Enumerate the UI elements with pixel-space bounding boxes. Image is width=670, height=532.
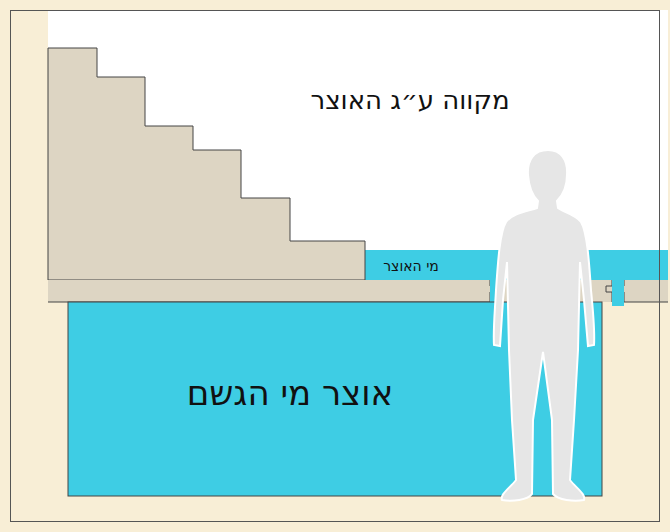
floor-outline [606, 280, 612, 302]
mikveh-region: מקווה ע״ג האוצרמי האוצר [48, 10, 668, 250]
floor-slab [624, 280, 668, 302]
cistern-region: אוצר מי הגשם [68, 302, 488, 496]
treasury-water-band: מי האוצר [365, 252, 465, 280]
floor-outline [48, 280, 496, 302]
region-label: אוצר מי הגשם [187, 373, 394, 413]
floor-outline [618, 280, 668, 302]
region-label: מקווה ע״ג האוצר [310, 85, 509, 115]
connecting-hole [612, 280, 624, 306]
staircase [48, 48, 365, 280]
floor-slab [48, 280, 490, 302]
person-silhouette [494, 150, 595, 501]
region-label: מי האוצר [383, 258, 439, 274]
frame [11, 11, 660, 522]
